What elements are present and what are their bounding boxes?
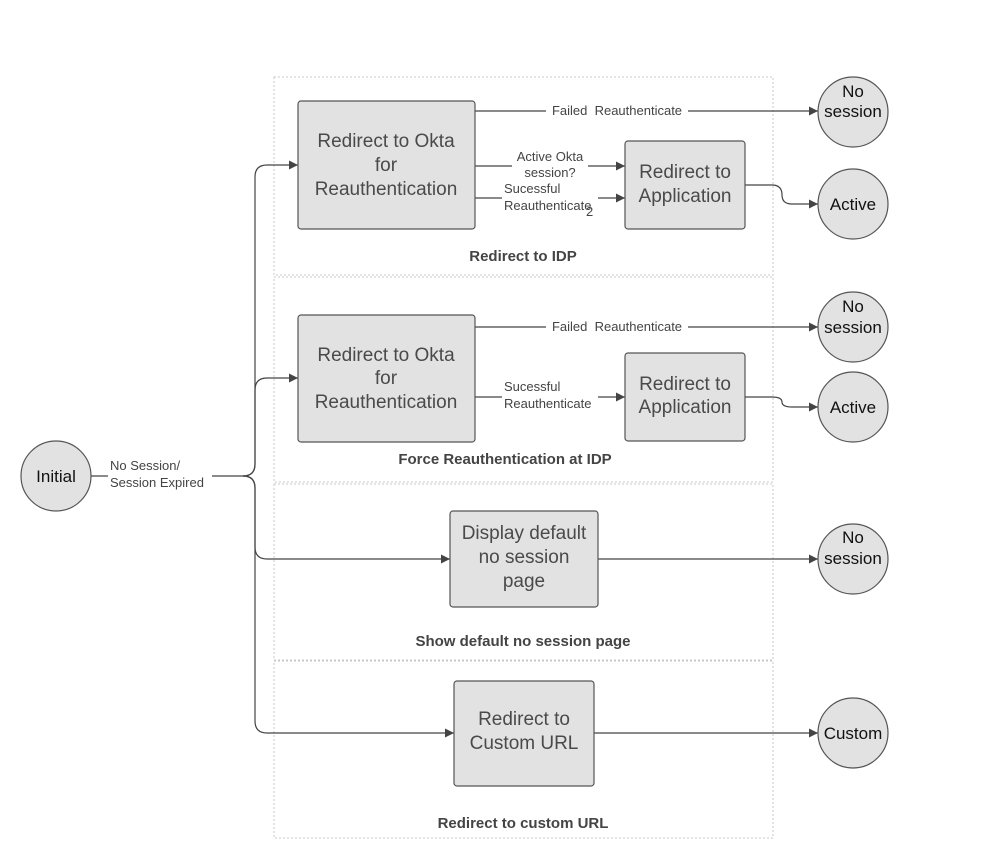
group-redirect-idp — [273, 76, 774, 276]
group-title-default-page: Show default no session page — [415, 633, 630, 650]
group-title-force-reauth: Force Reauthentication at IDP — [398, 451, 611, 468]
box-custom-url: Redirect to Custom URL — [453, 680, 595, 787]
state-no-session-3: No session — [817, 523, 889, 595]
edge-label-successful-2-line1: Sucessful — [504, 379, 560, 394]
svg-text:No: No — [842, 297, 864, 316]
svg-text:Reauthentication: Reauthentication — [315, 179, 458, 200]
svg-text:session: session — [824, 549, 882, 568]
svg-text:Active: Active — [830, 398, 876, 417]
edge-label-successful-1-line2: Reauthenticate — [504, 198, 591, 213]
svg-text:No: No — [842, 82, 864, 101]
edge-label-no-session-line2: Session Expired — [110, 475, 204, 490]
svg-text:Reauthentication: Reauthentication — [315, 392, 458, 413]
edge-label-no-session-line1: No Session/ — [110, 458, 180, 473]
edge-label-active-okta-line2: session? — [524, 165, 575, 180]
edge-label-successful-1-line1: Sucessful — [504, 181, 560, 196]
svg-text:session: session — [824, 102, 882, 121]
svg-text:for: for — [375, 368, 398, 389]
state-initial: Initial — [20, 440, 92, 512]
edge-label-successful-2-line2: Reauthenticate — [504, 396, 591, 411]
svg-text:Custom: Custom — [824, 724, 883, 743]
svg-text:Application: Application — [639, 397, 732, 418]
state-active-1: Active — [817, 168, 889, 240]
edge-label-failed-1: Failed Reauthenticate — [552, 103, 682, 118]
svg-text:no session: no session — [479, 547, 570, 568]
edge-to-custom-url — [242, 475, 454, 738]
edge-label-stray-mark: 2 — [586, 204, 593, 219]
state-no-session-2: No session — [817, 291, 889, 363]
svg-text:session: session — [824, 318, 882, 337]
svg-text:Initial: Initial — [36, 467, 76, 486]
edge-app-to-active-2 — [745, 396, 818, 412]
edge-label-failed-2: Failed Reauthenticate — [552, 319, 682, 334]
svg-text:Application: Application — [639, 186, 732, 207]
group-title-redirect-idp: Redirect to IDP — [469, 248, 577, 265]
box-redirect-app-2: Redirect to Application — [624, 352, 746, 442]
group-custom-url — [273, 660, 774, 839]
group-default-page — [273, 483, 774, 661]
group-force-reauth — [273, 276, 774, 483]
edge-label-active-okta-line1: Active Okta — [517, 149, 584, 164]
svg-text:Display default: Display default — [462, 523, 587, 544]
svg-text:Active: Active — [830, 195, 876, 214]
box-default-page: Display default no session page — [449, 510, 599, 608]
box-okta-reauth-2: Redirect to Okta for Reauthentication — [297, 314, 476, 443]
svg-text:page: page — [503, 571, 545, 592]
edge-to-okta-reauth-1 — [242, 160, 298, 477]
svg-text:No: No — [842, 528, 864, 547]
edge-to-okta-reauth-2 — [242, 373, 298, 477]
state-active-2: Active — [817, 371, 889, 443]
svg-text:Redirect to Okta: Redirect to Okta — [317, 131, 455, 152]
box-redirect-app-1: Redirect to Application — [624, 140, 746, 230]
box-okta-reauth-1: Redirect to Okta for Reauthentication — [297, 100, 476, 230]
edge-app-to-active-1 — [745, 184, 818, 209]
svg-text:Custom URL: Custom URL — [470, 733, 579, 754]
svg-text:Redirect to: Redirect to — [639, 162, 731, 183]
state-custom: Custom — [817, 697, 889, 769]
group-title-custom-url: Redirect to custom URL — [438, 815, 609, 832]
svg-text:Redirect to: Redirect to — [478, 709, 570, 730]
svg-text:Redirect to Okta: Redirect to Okta — [317, 345, 455, 366]
state-no-session-1: No session — [817, 76, 889, 148]
svg-text:for: for — [375, 155, 398, 176]
svg-text:Redirect to: Redirect to — [639, 374, 731, 395]
